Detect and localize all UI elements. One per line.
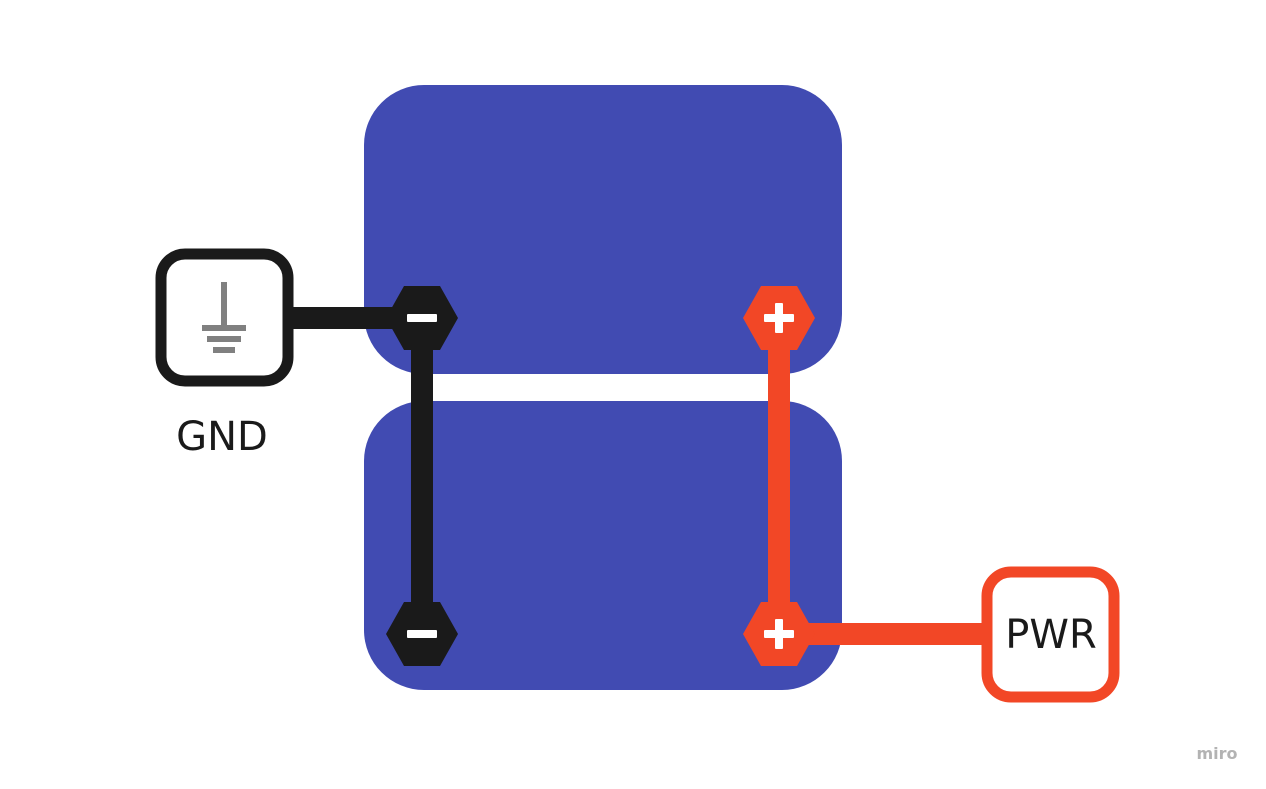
- minus-icon: [407, 314, 437, 322]
- plus-icon: [775, 619, 783, 649]
- pwr-node[interactable]: PWR: [981, 566, 1120, 703]
- battery-bottom-negative-terminal[interactable]: [386, 602, 458, 666]
- plus-icon: [775, 303, 783, 333]
- minus-icon: [407, 630, 437, 638]
- battery-top-negative-terminal[interactable]: [386, 286, 458, 350]
- gnd-label: GND: [176, 414, 268, 460]
- gnd-node[interactable]: [155, 248, 294, 387]
- battery-bottom[interactable]: [364, 401, 842, 690]
- battery-bottom-positive-terminal[interactable]: [743, 602, 815, 666]
- pwr-box[interactable]: [981, 566, 1120, 703]
- miro-watermark: miro: [1196, 744, 1237, 763]
- ground-icon: [202, 282, 246, 353]
- battery-top[interactable]: [364, 85, 842, 374]
- pwr-label: PWR: [1005, 612, 1096, 658]
- battery-top-positive-terminal[interactable]: [743, 286, 815, 350]
